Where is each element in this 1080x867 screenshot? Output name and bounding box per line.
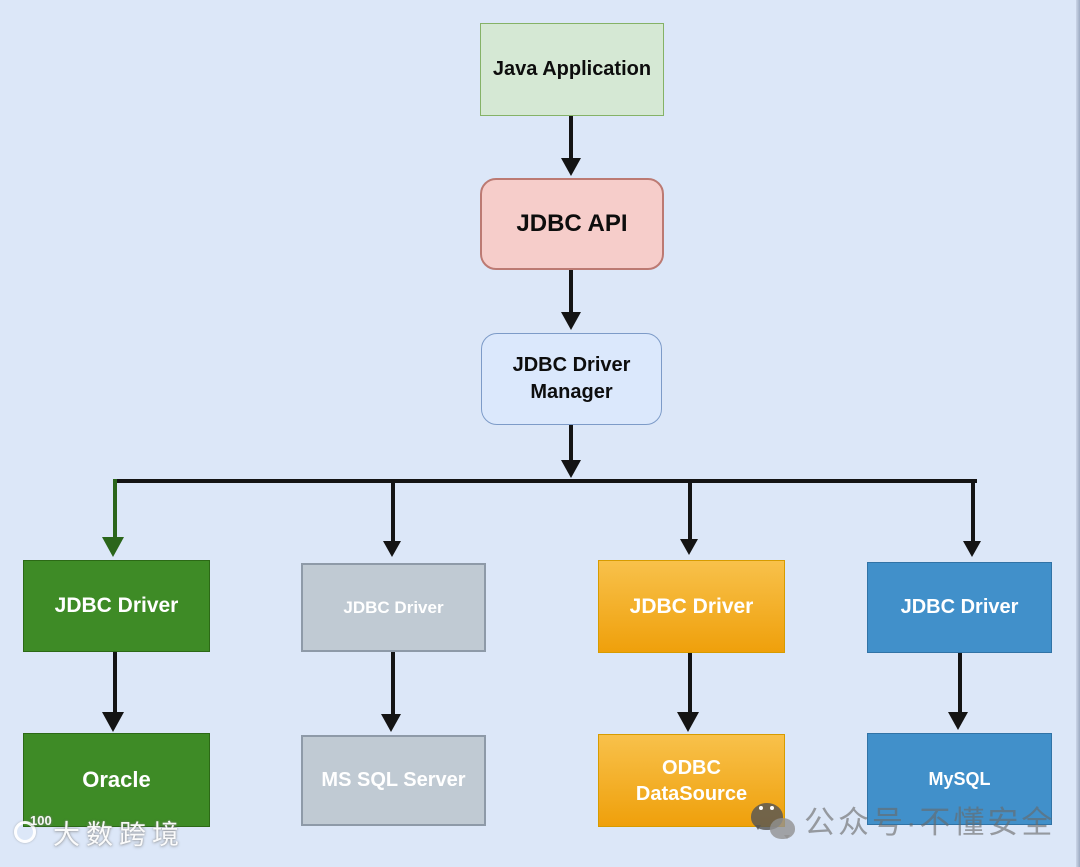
arrow-bus-to-driver-mssql — [391, 479, 395, 543]
node-db-mysql: MySQL — [867, 733, 1052, 825]
logo-100-icon: 100 — [14, 813, 52, 847]
watermark-dashukuajing: 100 大数跨境 — [14, 806, 185, 858]
arrowhead-down-icon — [561, 312, 581, 330]
arrow-bus-to-driver-mysql — [971, 479, 975, 543]
connector-bus-line — [113, 479, 977, 483]
arrowhead-down-icon — [102, 712, 124, 732]
arrowhead-down-icon — [561, 158, 581, 176]
watermark-left-text: 大数跨境 — [53, 819, 185, 850]
arrow-bus-to-driver-odbc — [688, 479, 692, 541]
arrow-javaapp-to-api — [569, 116, 573, 160]
node-jdbc-driver-odbc: JDBC Driver — [598, 560, 785, 653]
node-label: Oracle — [82, 767, 151, 792]
arrowhead-down-icon — [677, 712, 699, 732]
node-label: JDBC Driver — [343, 597, 444, 617]
node-label: MS SQL Server — [321, 769, 466, 791]
watermark-right-text: 公众号·不懂安全 — [804, 804, 1056, 840]
watermark-wechat-account: 公众号·不懂安全 — [748, 796, 1055, 842]
arrowhead-down-icon — [102, 537, 124, 557]
arrowhead-down-icon — [963, 541, 981, 557]
node-jdbc-driver-mysql: JDBC Driver — [867, 562, 1052, 653]
arrow-driver-to-odbc — [688, 653, 692, 714]
node-label: JDBC Driver — [629, 594, 754, 618]
node-label: Java Application — [492, 58, 652, 80]
arrow-driver-to-oracle — [113, 652, 117, 714]
arrowhead-down-icon — [561, 460, 581, 478]
node-label: JDBC Driver Manager — [512, 354, 631, 403]
node-label: JDBC API — [516, 210, 628, 237]
node-db-ms-sql-server: MS SQL Server — [301, 735, 486, 826]
arrow-driver-to-mysql — [958, 653, 962, 714]
logo-100-text: 100 — [30, 813, 52, 828]
node-label: ODBC DataSource — [635, 756, 748, 805]
arrow-manager-to-bus — [569, 425, 573, 462]
node-label: MySQL — [928, 768, 991, 789]
arrowhead-down-icon — [680, 539, 698, 555]
arrow-driver-to-mssql — [391, 652, 395, 716]
node-jdbc-driver-oracle: JDBC Driver — [23, 560, 210, 652]
arrowhead-down-icon — [381, 714, 401, 732]
arrowhead-down-icon — [383, 541, 401, 557]
window-edge — [1076, 0, 1080, 867]
arrow-api-to-manager — [569, 270, 573, 314]
node-label: JDBC Driver — [900, 596, 1019, 618]
arrow-bus-to-driver-oracle — [113, 479, 117, 539]
node-jdbc-driver-mssql: JDBC Driver — [301, 563, 486, 652]
node-jdbc-api: JDBC API — [480, 178, 664, 270]
node-java-application: Java Application — [480, 23, 664, 116]
wechat-icon — [748, 796, 796, 842]
node-label: JDBC Driver — [54, 594, 179, 617]
arrowhead-down-icon — [948, 712, 968, 730]
node-db-oracle: Oracle — [23, 733, 210, 827]
node-jdbc-driver-manager: JDBC Driver Manager — [481, 333, 662, 425]
